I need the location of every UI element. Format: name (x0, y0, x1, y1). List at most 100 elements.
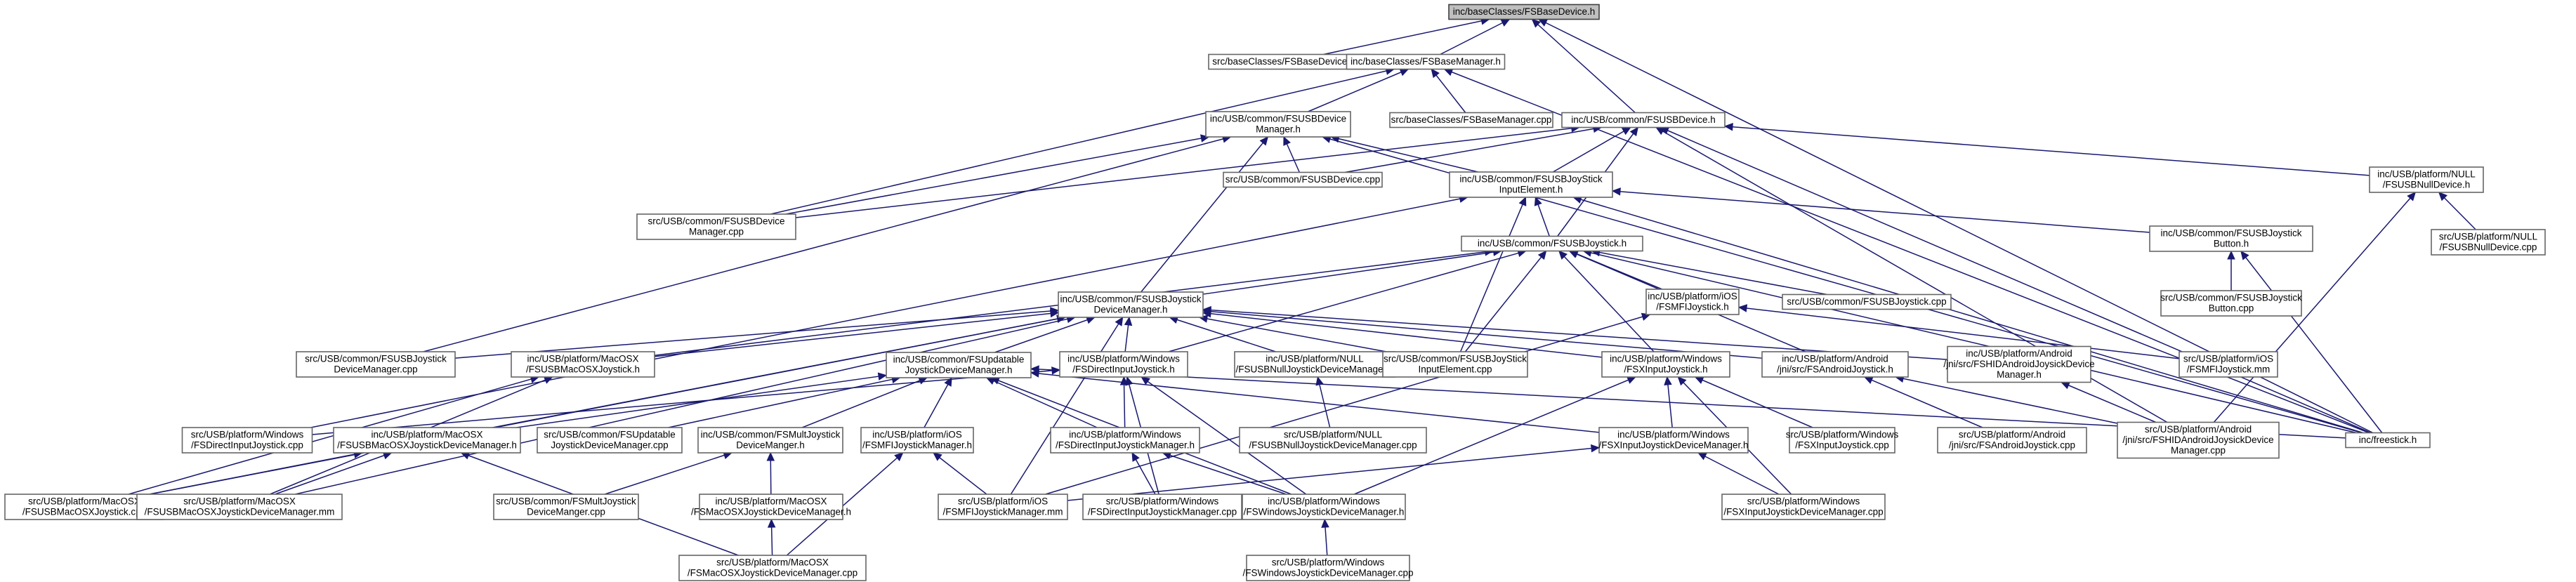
root-node-box[interactable] (1448, 4, 1600, 20)
node-box[interactable] (333, 427, 521, 454)
node-box[interactable] (537, 427, 683, 454)
node-box[interactable] (636, 213, 796, 240)
file-node[interactable]: src/baseClasses/FSBaseManager.cpp (1389, 112, 1553, 128)
node-box[interactable] (1205, 111, 1351, 138)
file-node[interactable]: inc/freestick.h (2345, 432, 2431, 449)
node-box[interactable] (1389, 112, 1553, 128)
file-node[interactable]: src/USB/platform/Windows/FSXInputJoystic… (1786, 427, 1899, 454)
file-node[interactable]: inc/USB/common/FSUSBDevice.h (1561, 112, 1726, 128)
node-box[interactable] (2369, 166, 2484, 193)
node-box[interactable] (1645, 289, 1740, 315)
node-box[interactable] (2179, 351, 2278, 378)
node-box[interactable] (1239, 427, 1427, 454)
node-box[interactable] (1947, 345, 2091, 383)
file-node[interactable]: src/USB/platform/Android/jni/src/FSHIDAn… (2117, 421, 2280, 459)
node-box[interactable] (1234, 351, 1395, 378)
file-node[interactable]: inc/USB/common/FSUSBJoystickDeviceManage… (1058, 291, 1204, 318)
node-box[interactable] (860, 427, 974, 454)
file-node[interactable]: src/USB/platform/Windows/FSDirectInputJo… (181, 427, 313, 454)
file-node[interactable]: src/USB/common/FSMultJoystickDeviceMange… (493, 494, 639, 520)
file-node[interactable]: inc/USB/platform/MacOSX/FSMacOSXJoystick… (691, 494, 851, 520)
file-node[interactable]: src/USB/platform/NULL/FSUSBNullJoystickD… (1239, 427, 1427, 454)
node-box[interactable] (1601, 351, 1730, 378)
file-node[interactable]: inc/USB/platform/Windows/FSXInputJoystic… (1598, 427, 1749, 454)
dependency-edge (604, 452, 732, 495)
file-node[interactable]: src/USB/platform/Windows/FSWindowsJoysti… (1242, 555, 1414, 581)
node-box[interactable] (296, 351, 456, 378)
node-box[interactable] (1246, 555, 1410, 581)
file-node[interactable]: inc/USB/platform/MacOSX/FSUSBMacOSXJoyst… (511, 351, 655, 378)
node-box[interactable] (2345, 432, 2431, 449)
file-node[interactable]: src/USB/platform/Android/jni/src/FSAndro… (1937, 427, 2087, 454)
node-box[interactable] (1761, 351, 1909, 378)
node-box[interactable] (1561, 112, 1726, 128)
node-box[interactable] (678, 555, 867, 581)
file-node[interactable]: src/USB/platform/Windows/FSDirectInputJo… (1082, 494, 1242, 520)
file-node[interactable]: inc/USB/platform/Windows/FSDirectInputJo… (1050, 427, 1200, 454)
node-box[interactable] (1082, 494, 1242, 520)
file-node[interactable]: src/USB/platform/MacOSX/FSUSBMacOSXJoyst… (136, 494, 343, 520)
node-box[interactable] (697, 427, 843, 454)
file-node[interactable]: src/USB/platform/NULL/FSUSBNullDevice.cp… (2431, 229, 2546, 256)
node-box[interactable] (1449, 171, 1613, 198)
node-box[interactable] (1461, 235, 1643, 252)
file-node[interactable]: inc/USB/platform/Android/jni/src/FSAndro… (1761, 351, 1909, 378)
file-node[interactable]: inc/USB/common/FSUSBJoystick.h (1461, 235, 1643, 252)
node-box[interactable] (2431, 229, 2546, 256)
node-box[interactable] (699, 494, 843, 520)
file-node[interactable]: inc/USB/common/FSUSBJoyStickInputElement… (1449, 171, 1613, 198)
file-node[interactable]: inc/USB/platform/Windows/FSDirectInputJo… (1059, 351, 1188, 378)
node-box[interactable] (2160, 290, 2302, 317)
node-box[interactable] (493, 494, 639, 520)
file-node[interactable]: inc/USB/platform/Windows/FSXInputJoystic… (1601, 351, 1730, 378)
arrowhead (1534, 196, 1542, 206)
node-box[interactable] (1059, 351, 1188, 378)
node-box[interactable] (1058, 291, 1204, 318)
node-box[interactable] (181, 427, 313, 454)
node-box[interactable] (1598, 427, 1749, 454)
node-box[interactable] (1346, 53, 1506, 70)
node-box[interactable] (136, 494, 343, 520)
node-box[interactable] (1782, 293, 1952, 310)
node-box[interactable] (1050, 427, 1200, 454)
file-node[interactable]: src/USB/platform/MacOSX/FSMacOSXJoystick… (678, 555, 867, 581)
file-node[interactable]: src/USB/common/FSUSBJoystickDeviceManage… (296, 351, 456, 378)
node-box[interactable] (1242, 494, 1406, 520)
file-node[interactable]: inc/USB/common/FSUpdatableJoystickDevice… (886, 352, 1032, 378)
file-node[interactable]: src/USB/platform/Windows/FSXInputJoystic… (1721, 494, 1886, 520)
file-node[interactable]: inc/USB/platform/Android/jni/src/FSHIDAn… (1943, 345, 2095, 383)
file-node[interactable]: inc/USB/platform/iOS/FSMFIJoystickManage… (860, 427, 974, 454)
node-box[interactable] (1223, 171, 1383, 188)
file-node[interactable]: inc/USB/platform/NULL/FSUSBNullDevice.h (2369, 166, 2484, 193)
file-node[interactable]: inc/USB/platform/iOS/FSMFIJoystick.h (1645, 289, 1740, 315)
file-node[interactable]: inc/USB/platform/Windows/FSWindowsJoysti… (1242, 494, 1406, 520)
node-box[interactable] (1382, 351, 1528, 378)
file-node[interactable]: inc/baseClasses/FSBaseManager.h (1346, 53, 1506, 70)
file-node[interactable]: src/baseClasses/FSBaseDevice.cpp (1208, 53, 1369, 70)
file-node[interactable]: src/USB/platform/iOS/FSMFIJoystick.mm (2179, 351, 2278, 378)
file-node[interactable]: inc/baseClasses/FSBaseDevice.h (1448, 4, 1600, 20)
node-box[interactable] (886, 352, 1032, 378)
file-node[interactable]: src/USB/common/FSUSBDevice.cpp (1223, 171, 1383, 188)
node-box[interactable] (511, 351, 655, 378)
file-node[interactable]: src/USB/common/FSUSBJoystick.cpp (1782, 293, 1952, 310)
file-node[interactable]: inc/USB/platform/NULL/FSUSBNullJoystickD… (1234, 351, 1395, 378)
node-box[interactable] (938, 494, 1068, 520)
file-node[interactable]: src/USB/common/FSUpdatableJoystickDevice… (537, 427, 683, 454)
file-node[interactable]: src/USB/platform/iOS/FSMFIJoystickManage… (938, 494, 1068, 520)
node-box[interactable] (1721, 494, 1886, 520)
node-box[interactable] (2117, 421, 2280, 459)
node-box[interactable] (1789, 427, 1895, 454)
node-box[interactable] (1937, 427, 2087, 454)
dependency-edge (1344, 126, 1602, 173)
node-box[interactable] (2149, 225, 2313, 252)
dependency-edge (1317, 376, 1331, 428)
file-node[interactable]: inc/USB/platform/MacOSX/FSUSBMacOSXJoyst… (333, 427, 521, 454)
dependency-edge (1464, 251, 1547, 352)
file-node[interactable]: inc/USB/common/FSMultJoystickDeviceMange… (697, 427, 843, 454)
file-node[interactable]: src/USB/common/FSUSBJoyStickInputElement… (1382, 351, 1528, 378)
